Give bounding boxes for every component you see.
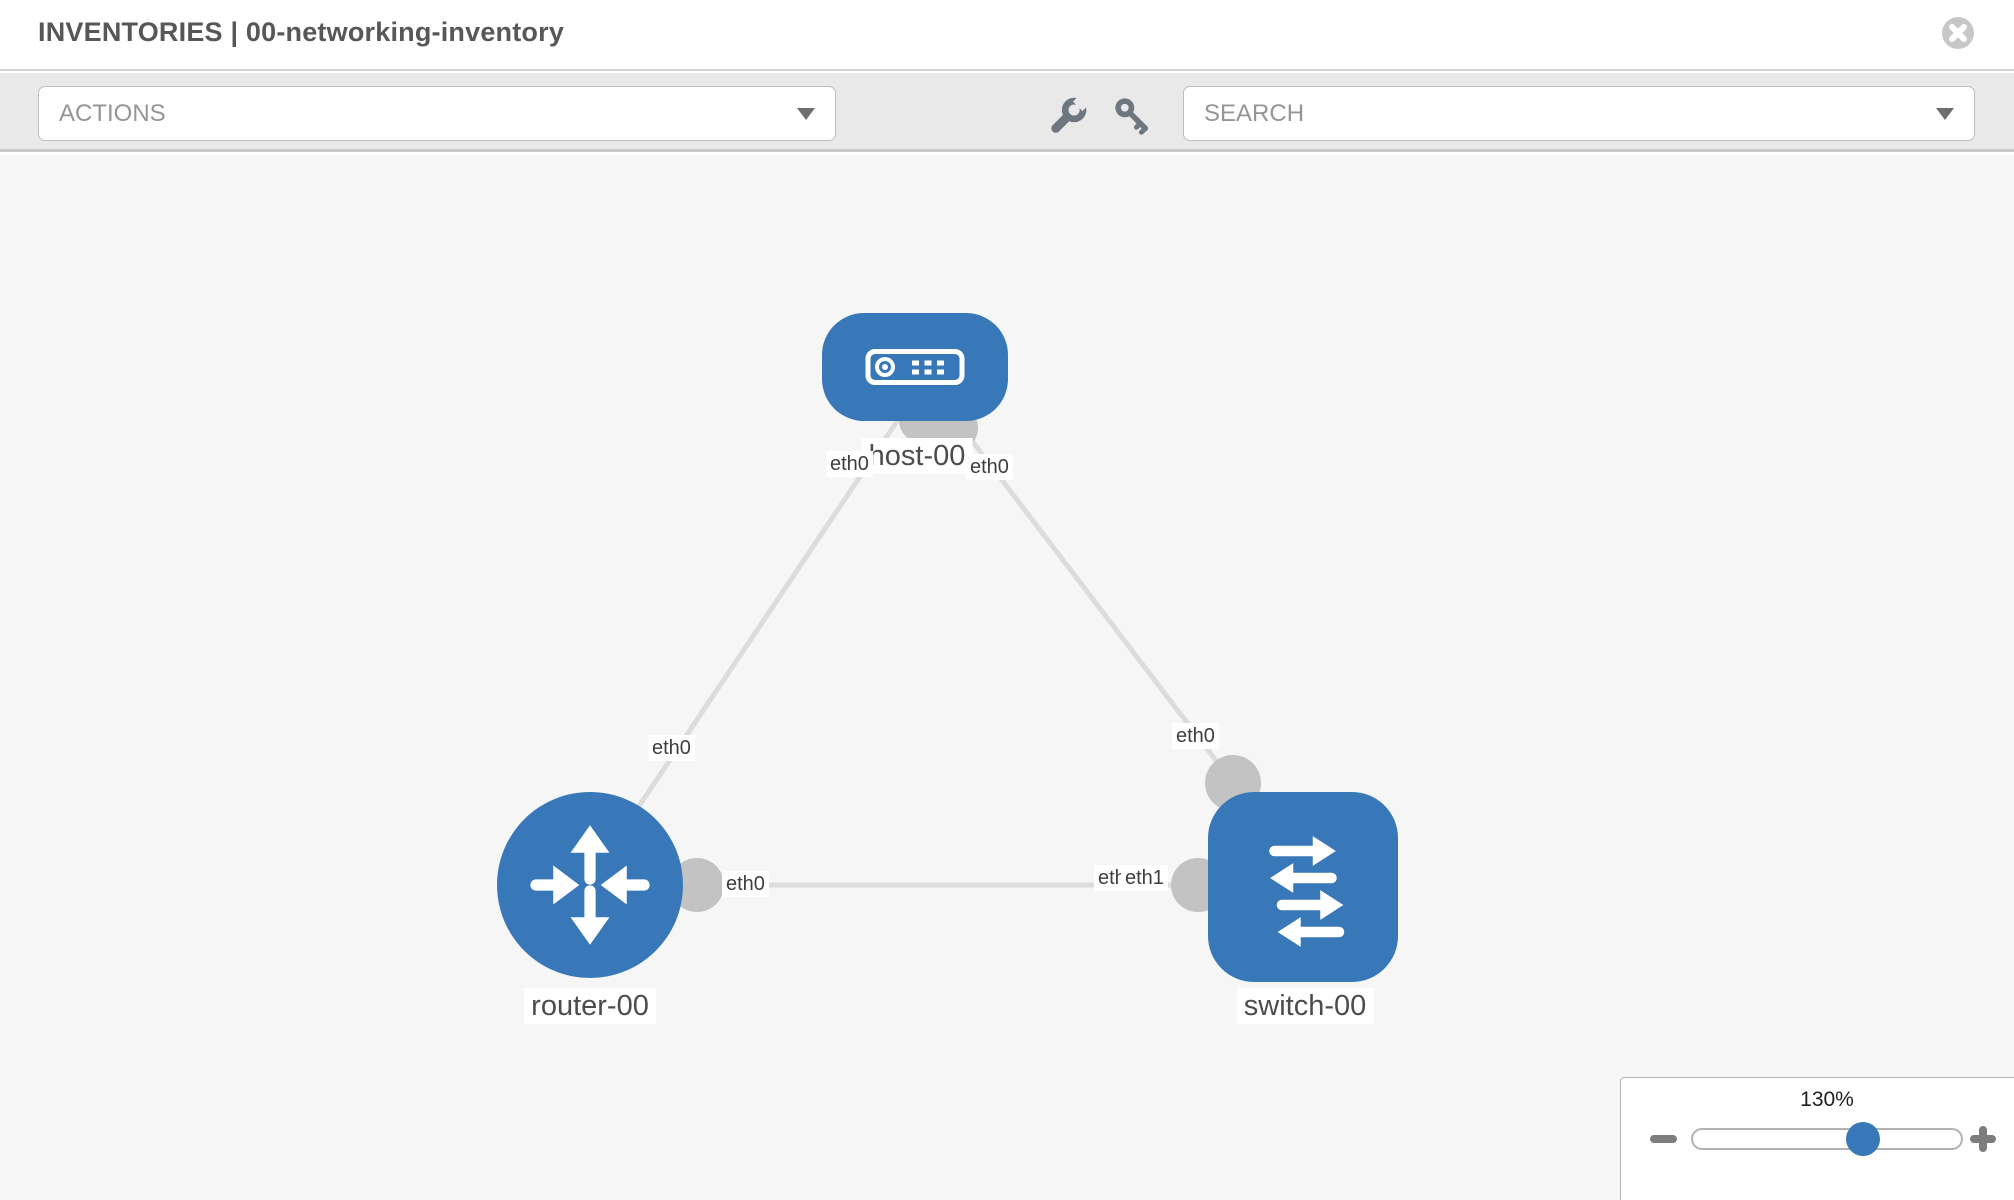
- router-icon: [530, 825, 650, 945]
- switch-icon: [1269, 836, 1345, 947]
- node-switch-00[interactable]: [1208, 792, 1398, 982]
- toolbar: ACTIONS SEARCH: [0, 73, 2014, 152]
- host-icon: [865, 349, 965, 385]
- search-dropdown-label: SEARCH: [1204, 99, 1305, 127]
- close-button[interactable]: [1941, 16, 1975, 50]
- zoom-slider-handle[interactable]: [1846, 1122, 1880, 1156]
- zoom-control-panel: 130%: [1620, 1077, 2014, 1200]
- key-icon: [1115, 98, 1149, 135]
- actions-dropdown-label: ACTIONS: [59, 99, 166, 127]
- topology-links-layer: [600, 397, 1300, 912]
- wrench-icon: [1051, 92, 1092, 133]
- zoom-out-icon[interactable]: [1650, 1135, 1677, 1143]
- actions-dropdown[interactable]: ACTIONS: [38, 86, 836, 141]
- zoom-in-icon[interactable]: [1970, 1126, 1996, 1152]
- chevron-down-icon: [797, 108, 815, 120]
- interface-label-host-eth0: eth0: [826, 451, 873, 477]
- search-dropdown[interactable]: SEARCH: [1183, 86, 1975, 141]
- zoom-level-value: 130%: [1800, 1088, 1854, 1111]
- interface-label-switch-eth1: eth1: [1121, 865, 1168, 891]
- chevron-down-icon: [1936, 108, 1954, 120]
- node-label-host-00: host-00: [861, 438, 973, 474]
- interface-endpoint[interactable]: [670, 858, 724, 912]
- interface-label-router-eth0: eth0: [722, 871, 769, 897]
- node-router-00[interactable]: [497, 792, 683, 978]
- zoom-slider-track[interactable]: [1691, 1128, 1963, 1150]
- configure-button[interactable]: [1048, 92, 1092, 135]
- topology-canvas[interactable]: host-00 router-00 switch-00 eth0 eth0 et…: [0, 155, 2014, 1200]
- node-label-router-00: router-00: [524, 988, 656, 1024]
- node-host-00[interactable]: [822, 313, 1008, 421]
- interface-label-router-eth0: eth0: [648, 735, 695, 761]
- interface-label-switch-eth0: eth0: [1172, 723, 1219, 749]
- close-icon: [1942, 17, 1974, 49]
- page-title: INVENTORIES | 00-networking-inventory: [38, 17, 565, 47]
- node-label-switch-00: switch-00: [1236, 988, 1374, 1024]
- header: INVENTORIES | 00-networking-inventory: [0, 0, 2014, 71]
- interface-label-host-eth0: eth0: [966, 454, 1013, 480]
- credentials-button[interactable]: [1112, 95, 1152, 135]
